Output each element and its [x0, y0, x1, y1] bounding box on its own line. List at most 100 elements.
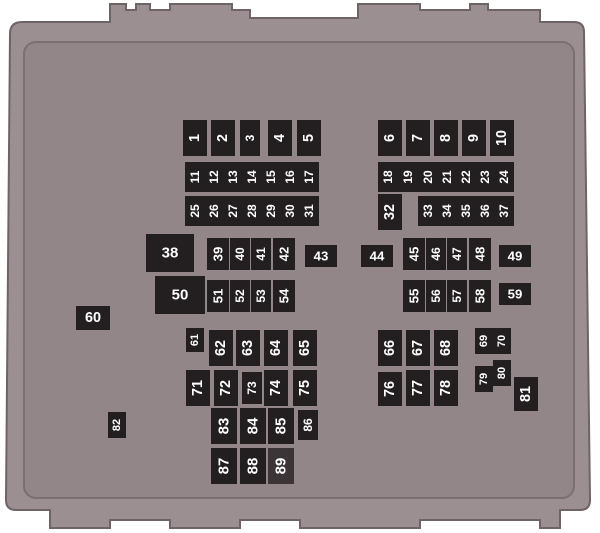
fuse-slot	[378, 194, 402, 230]
fuse-27: 27	[223, 196, 243, 226]
fuse-slot	[207, 280, 229, 312]
fuse-slot	[493, 360, 511, 386]
fuse-slot	[469, 238, 491, 270]
fuse-46: 46	[426, 238, 446, 270]
fuse-59: 59	[499, 283, 531, 305]
fuse-slot	[280, 196, 300, 226]
fuse-18: 18	[378, 162, 398, 192]
fuse-slot	[183, 120, 207, 156]
fuse-label: 44	[370, 249, 385, 264]
fuse-45: 45	[403, 238, 425, 270]
fuse-slot	[469, 280, 491, 312]
fuse-12: 12	[204, 162, 224, 192]
fuse-label: 46	[429, 247, 443, 261]
fuse-label: 77	[410, 380, 426, 396]
fuse-label: 75	[297, 380, 313, 396]
fuse-slot	[297, 120, 321, 156]
fuse-slot	[462, 120, 486, 156]
fuse-63: 63	[236, 330, 260, 366]
fuse-label: 49	[508, 249, 523, 264]
fuse-slot	[493, 328, 511, 354]
fuse-slot	[230, 280, 250, 312]
fuse-64: 64	[264, 330, 288, 366]
fuse-label: 78	[438, 380, 454, 396]
fuse-32: 32	[378, 194, 402, 230]
fuse-68: 68	[434, 330, 458, 366]
fuse-16: 16	[280, 162, 300, 192]
fuse-slot	[361, 245, 393, 267]
fuse-label: 69	[478, 335, 490, 347]
fuse-slot	[406, 120, 430, 156]
fuse-label: 40	[233, 247, 247, 261]
fuse-29: 29	[261, 196, 281, 226]
fuse-72: 72	[214, 370, 238, 406]
fuse-label: 43	[314, 249, 329, 264]
fuse-36: 36	[475, 196, 495, 226]
fuse-slot	[456, 162, 476, 192]
fuse-label: 15	[264, 170, 278, 184]
fuse-label: 13	[226, 170, 240, 184]
fuse-slot	[223, 162, 243, 192]
fuse-label: 55	[407, 289, 422, 304]
fuse-7: 7	[406, 120, 430, 156]
fuse-51: 51	[207, 280, 229, 312]
fuse-label: 27	[226, 204, 240, 218]
fuse-slot	[251, 280, 271, 312]
fuse-label: 63	[240, 340, 256, 356]
fuse-slot	[398, 162, 418, 192]
fuse-slot	[186, 370, 210, 406]
fuse-label: 6	[382, 134, 398, 142]
fuse-13: 13	[223, 162, 243, 192]
fuse-label: 80	[496, 367, 508, 379]
fuse-slot	[447, 280, 467, 312]
fuse-slot	[406, 330, 430, 366]
fuse-label: 64	[268, 340, 284, 356]
fuse-79: 79	[475, 366, 493, 392]
fuse-slot	[207, 238, 229, 270]
fuse-slot	[185, 162, 205, 192]
fuse-slot	[434, 120, 458, 156]
fuse-58: 58	[469, 280, 491, 312]
fuse-label: 2	[215, 134, 231, 142]
fuse-label: 11	[188, 170, 202, 183]
fuse-label: 60	[85, 310, 101, 326]
fuse-slot	[437, 196, 457, 226]
fuse-slot	[76, 306, 110, 330]
fuse-slot	[456, 196, 476, 226]
fuse-slot	[223, 196, 243, 226]
fuse-83: 83	[211, 408, 237, 444]
fuse-label: 74	[268, 380, 284, 396]
fuse-label: 1	[187, 134, 203, 142]
fuse-label: 56	[429, 289, 443, 303]
fuse-82: 82	[108, 412, 126, 438]
fuse-label: 52	[233, 289, 247, 303]
fuse-label: 35	[459, 204, 473, 218]
fuse-label: 14	[245, 170, 259, 184]
fuse-slot	[146, 234, 194, 272]
fuse-label: 79	[478, 373, 490, 385]
fuse-label: 36	[478, 204, 492, 218]
fuse-slot	[264, 370, 288, 406]
fuse-52: 52	[230, 280, 250, 312]
fuse-label: 73	[245, 381, 259, 395]
fuse-48: 48	[469, 238, 491, 270]
fuse-84: 84	[240, 408, 266, 444]
fuse-label: 71	[190, 380, 206, 396]
fuse-label: 89	[273, 458, 290, 475]
fuse-slot	[293, 370, 317, 406]
fuse-24: 24	[494, 162, 514, 192]
fuse-69: 69	[475, 328, 493, 354]
fuse-slot	[299, 162, 319, 192]
fuse-38: 38	[146, 234, 194, 272]
fuse-slot	[293, 330, 317, 366]
fuse-74: 74	[264, 370, 288, 406]
fuse-label: 32	[382, 204, 398, 220]
fuse-slot	[268, 120, 292, 156]
fuse-label: 86	[301, 418, 315, 432]
fuse-label: 51	[211, 289, 226, 304]
fuse-89: 89	[268, 448, 294, 484]
fuse-label: 45	[407, 247, 422, 262]
fuse-slot	[418, 162, 438, 192]
fuse-21: 21	[437, 162, 457, 192]
fuse-label: 7	[410, 134, 426, 142]
